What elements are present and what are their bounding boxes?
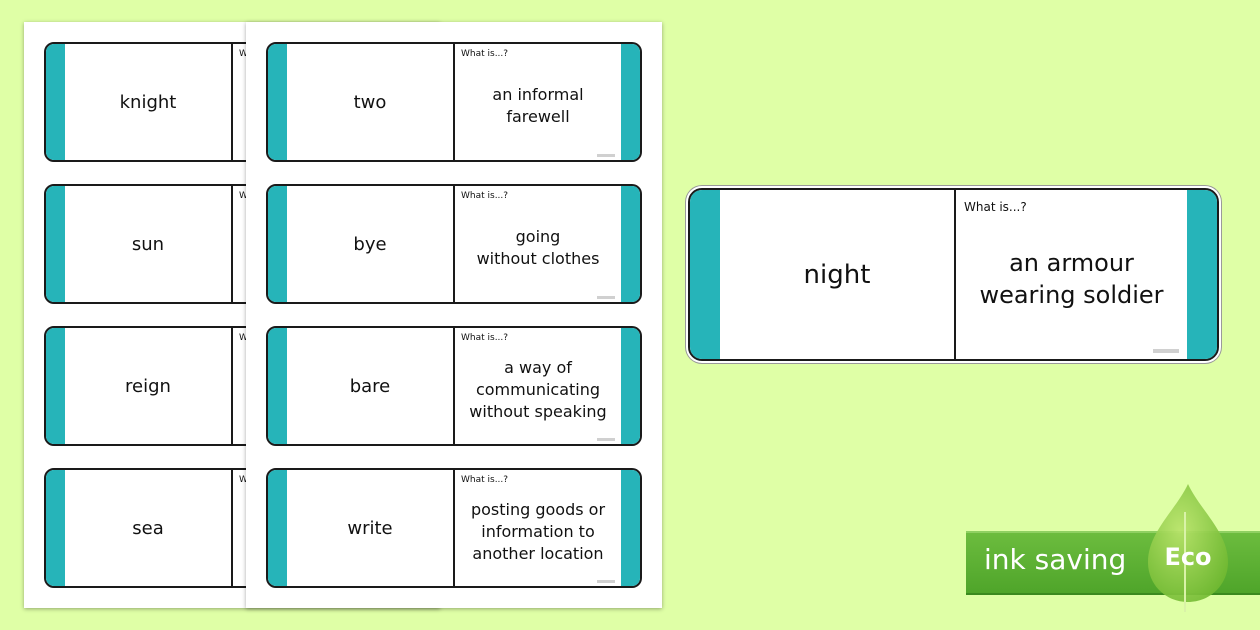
card-tab-left	[46, 470, 65, 586]
card-word: bare	[349, 375, 391, 397]
card-tab-left	[46, 186, 65, 302]
card-word: write	[347, 517, 393, 539]
worksheet-page-front: two What is...? an informal farewell bye…	[246, 22, 662, 608]
card-tab-left	[46, 44, 65, 160]
card-watermark	[597, 580, 615, 583]
card-word: knight	[119, 91, 177, 113]
card-word: two	[353, 91, 387, 113]
card-tab-left	[268, 328, 287, 444]
card-tab-left	[268, 44, 287, 160]
card-definition: an informal farewell	[492, 85, 584, 126]
card-tab-left	[690, 190, 720, 359]
card-divider	[453, 470, 455, 586]
card-word: reign	[125, 375, 171, 397]
card-divider	[231, 470, 233, 586]
card-tab-right	[621, 328, 640, 444]
card-prompt: W	[239, 333, 248, 343]
card-divider	[453, 186, 455, 302]
card-prompt: What is...?	[461, 191, 509, 201]
leaf-drop-icon	[1148, 484, 1228, 612]
card-watermark	[1153, 349, 1179, 353]
card-prompt: What is...?	[461, 475, 509, 485]
card-divider	[231, 328, 233, 444]
card-word: night	[803, 259, 871, 290]
card-tab-right	[621, 470, 640, 586]
card-divider	[954, 190, 956, 359]
card-tab-right	[621, 44, 640, 160]
card-prompt: What is...?	[461, 333, 509, 343]
card-word: bye	[353, 233, 387, 255]
card-divider	[231, 44, 233, 160]
card-definition: posting goods or information to another …	[470, 500, 606, 563]
card-watermark	[597, 296, 615, 299]
card-divider	[231, 186, 233, 302]
card-word: sea	[132, 517, 164, 539]
card-tab-left	[268, 470, 287, 586]
card-tab-left	[268, 186, 287, 302]
word-card: write What is...? posting goods or infor…	[266, 468, 642, 588]
word-card: two What is...? an informal farewell	[266, 42, 642, 162]
card-prompt: What is...?	[461, 49, 509, 59]
card-definition: an armour wearing soldier	[979, 248, 1164, 309]
word-card: bare What is...? a way of communicating …	[266, 326, 642, 446]
card-watermark	[597, 154, 615, 157]
word-card: bye What is...? going without clothes	[266, 184, 642, 304]
card-tab-left	[46, 328, 65, 444]
card-divider	[453, 328, 455, 444]
card-divider	[453, 44, 455, 160]
eco-word: Eco	[1164, 543, 1212, 571]
card-word: sun	[131, 233, 165, 255]
card-prompt: What is...?	[964, 200, 1027, 214]
card-tab-right	[1187, 190, 1217, 359]
card-tab-right	[621, 186, 640, 302]
card-definition: a way of communicating without speaking	[469, 358, 607, 421]
card-watermark	[597, 438, 615, 441]
card-definition: going without clothes	[476, 227, 600, 268]
ink-saving-label: ink saving	[984, 543, 1127, 576]
featured-word-card: night What is...? an armour wearing sold…	[688, 188, 1219, 361]
